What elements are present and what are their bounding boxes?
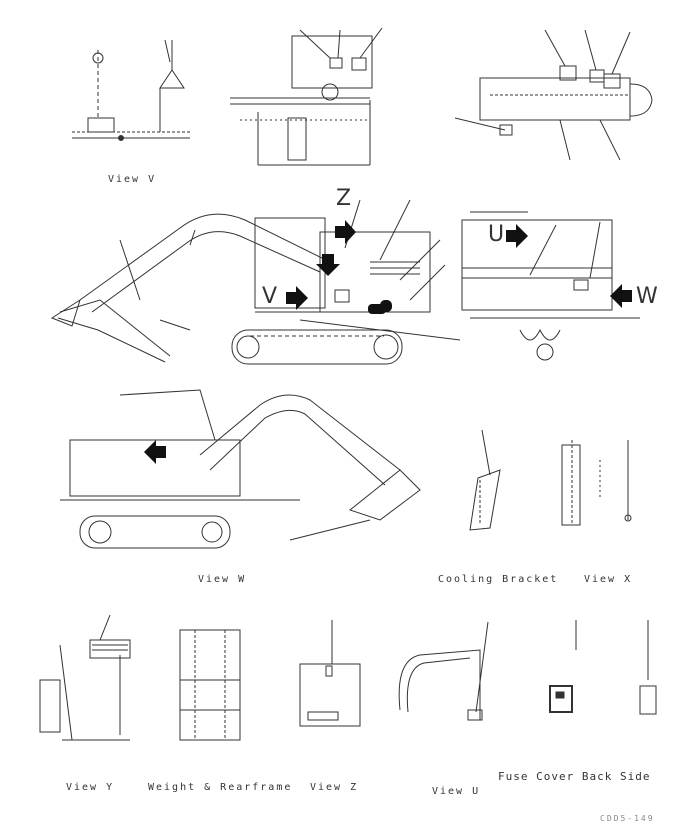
view-z-drawing: [299, 620, 361, 727]
view-u-drawing: [398, 621, 489, 721]
excavator-main: [50, 199, 461, 365]
arrow-z: [335, 220, 356, 244]
label-fuse-cover: Fuse Cover Back Side: [498, 770, 651, 783]
letter-u: U: [488, 222, 505, 247]
letter-z: Z: [336, 186, 352, 211]
label-view-z: View Z: [310, 782, 359, 793]
letter-v: V: [262, 284, 278, 309]
right-mid-assembly: [461, 211, 640, 361]
top-right-assembly: [454, 29, 653, 161]
arrow-w: [610, 284, 632, 308]
cooling-bracket-drawing: [469, 429, 501, 531]
arrow-down: [316, 254, 340, 276]
arrow-u: [506, 224, 528, 248]
black-part-2: [380, 300, 392, 312]
view-y-drawing: [39, 614, 131, 741]
view-v-drawing: [72, 39, 190, 141]
arrow-v: [286, 286, 308, 310]
view-w-drawing: [60, 389, 421, 549]
top-center-assembly: [230, 27, 383, 166]
label-cooling-bracket: Cooling Bracket: [438, 574, 559, 585]
label-view-x: View X: [584, 574, 633, 585]
letter-w: W: [636, 284, 658, 309]
label-view-y: View Y: [66, 782, 115, 793]
view-x-drawing: [561, 440, 632, 526]
weight-rearframe-drawing: [179, 629, 241, 741]
label-weight-rearframe: Weight & Rearframe: [148, 782, 293, 793]
label-view-u: View U: [432, 786, 481, 797]
fuse-cover-drawing: [549, 620, 657, 715]
label-view-v: View V: [108, 174, 157, 185]
label-view-w: View W: [198, 574, 247, 585]
arrow-w-view: [144, 440, 166, 464]
figure-id: CDD5-149: [600, 814, 655, 823]
